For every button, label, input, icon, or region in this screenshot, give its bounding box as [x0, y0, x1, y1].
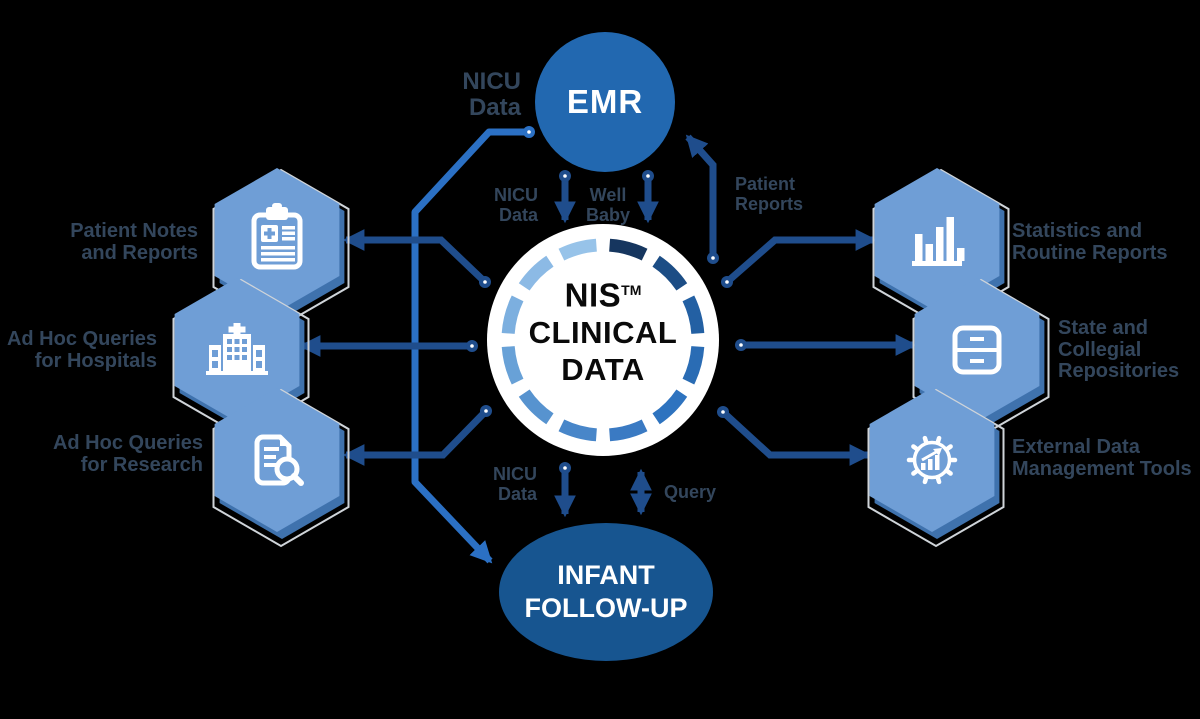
emr-label: EMR — [566, 83, 644, 120]
arrow-center-to-patient-notes — [342, 229, 488, 285]
arrow-center-to-statistics — [724, 229, 878, 285]
arrow-emr-to-infant — [411, 128, 529, 564]
hex-node-external-tools — [867, 388, 1005, 548]
label-patient-notes: Patient Notes and Reports — [70, 220, 198, 264]
emr-node: EMR — [535, 32, 675, 172]
label-nicu-data-bottom: NICU Data — [493, 464, 537, 504]
infant-followup-node: INFANT FOLLOW-UP — [499, 523, 713, 661]
ring-segment — [652, 389, 688, 425]
label-nicu-data-top: NICU Data — [494, 185, 538, 225]
ring-segment — [558, 419, 598, 442]
label-query: Query — [664, 482, 717, 502]
center-hub-circle — [487, 224, 719, 456]
label-adhoc-research: Ad Hoc Queries for Research — [52, 432, 203, 476]
clipboard-icon — [251, 203, 303, 270]
ring-segment — [608, 419, 648, 442]
label-external-tools: External Data Management Tools — [1012, 436, 1192, 480]
hex-node-adhoc-research — [212, 388, 350, 548]
gear-chart-icon — [906, 435, 958, 485]
connector-dots — [466, 126, 747, 474]
ring-segment — [682, 345, 705, 385]
center-title-line2: CLINICAL — [528, 315, 678, 351]
center-title-line3: DATA — [561, 352, 645, 388]
arrow-patient-reports-to-emr — [685, 134, 717, 256]
label-patient-reports: Patient Reports — [735, 174, 804, 214]
label-repositories: State and Collegial Repositories — [1058, 317, 1180, 382]
hospital-icon — [206, 323, 268, 375]
document-search-icon — [254, 434, 304, 486]
center-ring — [501, 238, 705, 442]
ring-segment — [501, 345, 524, 385]
ring-segment — [608, 238, 648, 261]
hex-node-repositories — [912, 278, 1050, 438]
tm-superscript: TM — [621, 282, 642, 298]
label-well-baby: Well Baby — [585, 185, 630, 225]
center-hub-title: NISTM CLINICAL DATA — [487, 272, 719, 388]
ring-segment — [518, 255, 554, 291]
center-title-line1: NISTM — [487, 272, 719, 314]
label-statistics: Statistics and Routine Reports — [1012, 220, 1168, 264]
ring-segment — [558, 238, 598, 261]
bar-chart-icon — [912, 217, 965, 266]
ring-segment — [501, 295, 524, 335]
label-nicu-data-emr: NICU Data — [462, 68, 521, 121]
arrow-center-to-external-tools — [720, 409, 872, 466]
center-title-nis: NIS — [564, 276, 622, 314]
cabinet-icon — [952, 325, 1002, 375]
hex-face — [214, 388, 340, 532]
hex-outline — [212, 388, 350, 548]
ring-segment — [682, 295, 705, 335]
infant-followup-label: INFANT FOLLOW-UP — [524, 560, 688, 623]
hex-node-patient-notes — [212, 168, 350, 328]
arrow-center-to-adhoc-research — [342, 408, 489, 466]
label-adhoc-hospitals: Ad Hoc Queries for Hospitals — [6, 328, 157, 372]
ring-segment — [652, 255, 688, 291]
ring-segment — [518, 389, 554, 425]
hex-outline — [867, 388, 1005, 548]
